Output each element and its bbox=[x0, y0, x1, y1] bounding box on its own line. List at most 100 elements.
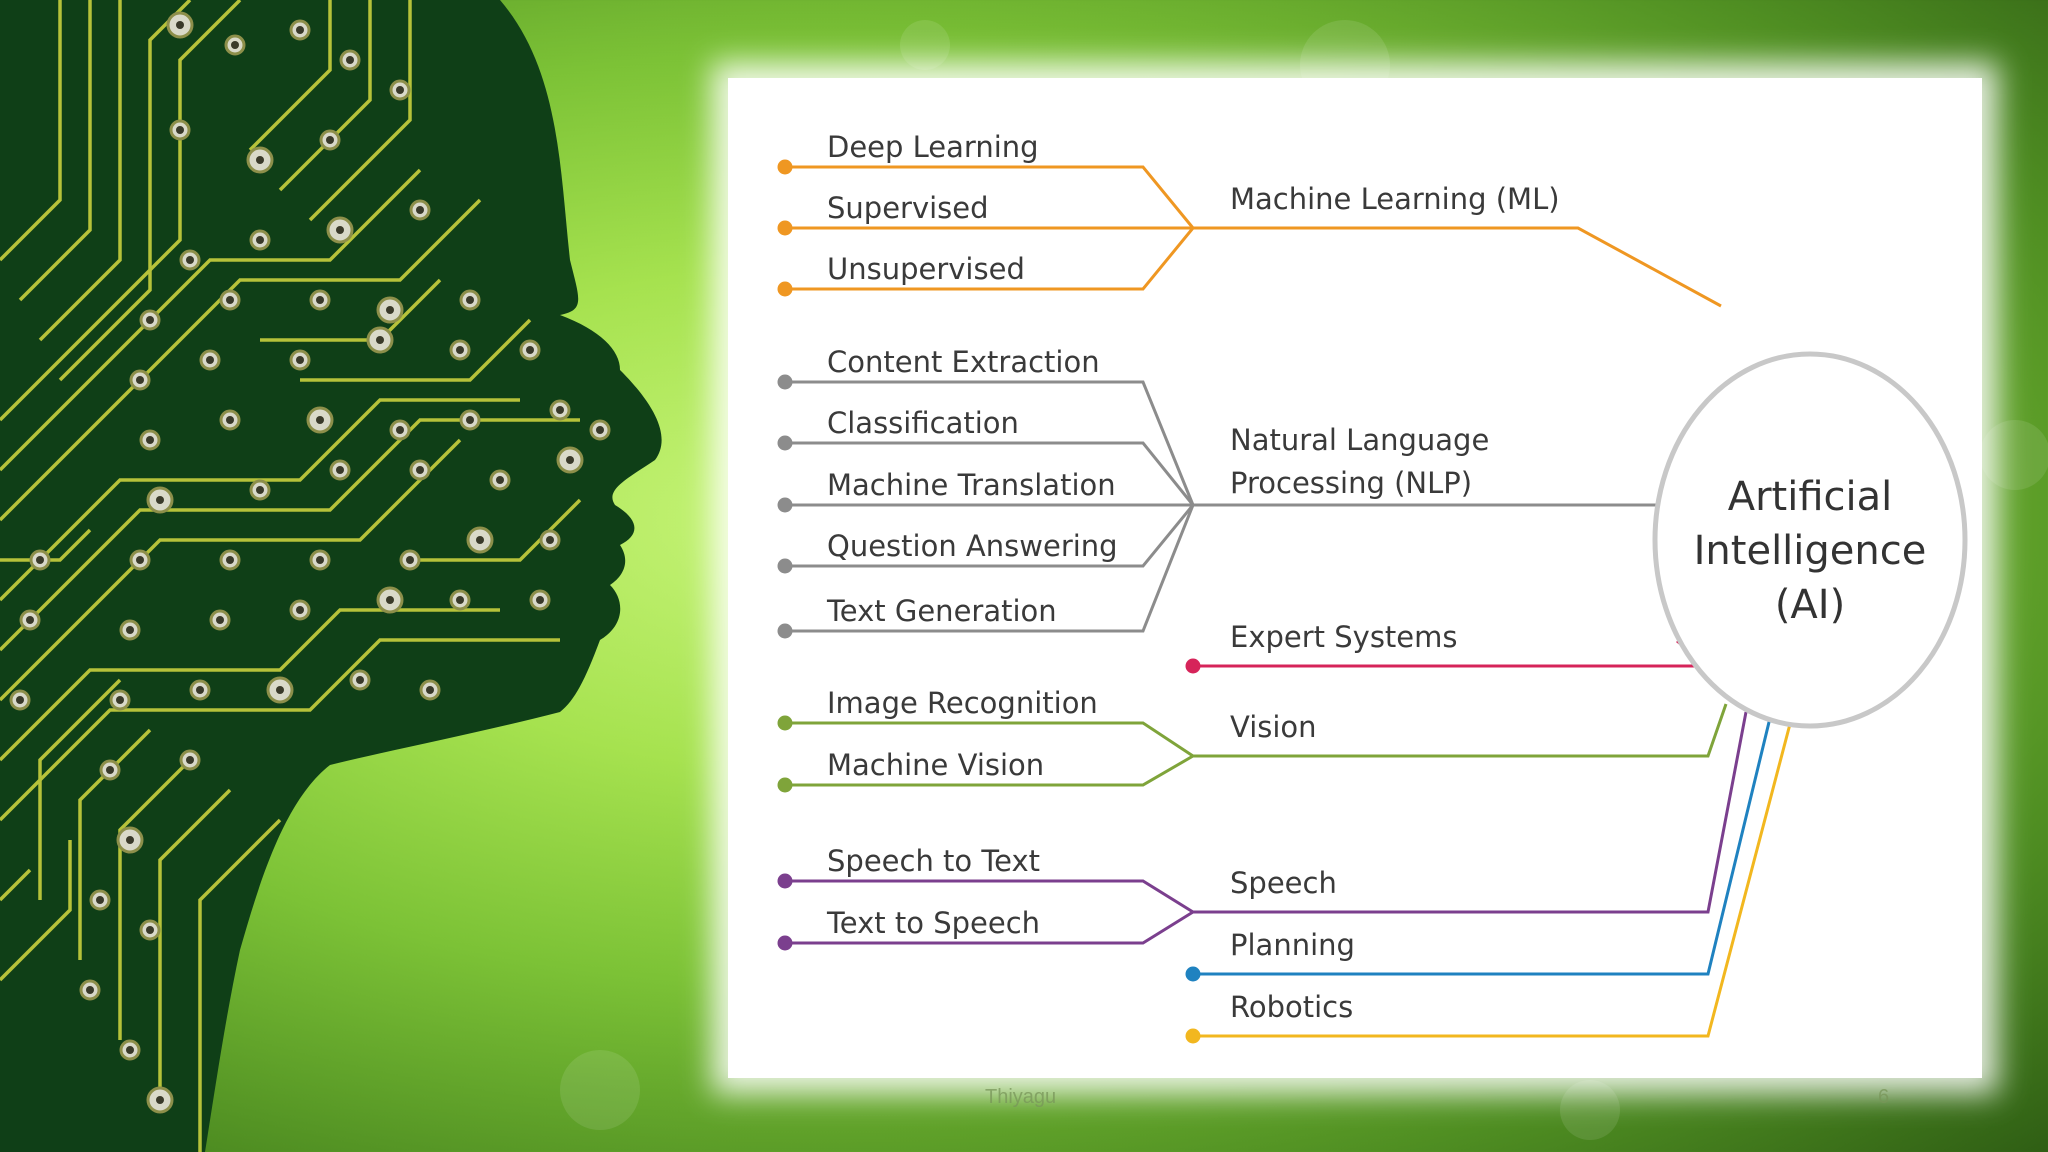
circuit-pad-hole bbox=[96, 896, 104, 904]
bokeh-light bbox=[1560, 1080, 1620, 1140]
leaf-dot bbox=[777, 558, 793, 574]
circuit-pad-hole bbox=[326, 136, 334, 144]
circuit-trace bbox=[300, 318, 532, 382]
circuit-head-illustration bbox=[0, 0, 662, 1152]
circuit-pad-hole bbox=[466, 416, 474, 424]
circuit-pad-hole bbox=[496, 476, 504, 484]
branch-dot bbox=[1185, 966, 1201, 982]
circuit-pad-hole bbox=[596, 426, 604, 434]
branch-label: Expert Systems bbox=[1230, 620, 1458, 654]
circuit-trace bbox=[18, 0, 92, 302]
circuit-pad-hole bbox=[176, 126, 184, 134]
circuit-pad-hole bbox=[456, 346, 464, 354]
circuit-pad-hole bbox=[526, 346, 534, 354]
leaf-connector bbox=[785, 441, 1195, 506]
branch-dot bbox=[1185, 658, 1201, 674]
circuit-pad-hole bbox=[136, 376, 144, 384]
circuit-pad-hole bbox=[466, 296, 474, 304]
branch-label: Processing (NLP) bbox=[1230, 466, 1472, 500]
circuit-pad-hole bbox=[336, 226, 344, 234]
circuit-trace bbox=[0, 0, 62, 262]
circuit-trace bbox=[78, 728, 152, 960]
circuit-pad-hole bbox=[26, 616, 34, 624]
circuit-pad-hole bbox=[256, 486, 264, 494]
circuit-pad-hole bbox=[126, 836, 134, 844]
circuit-pad-hole bbox=[356, 676, 364, 684]
circuit-pad-hole bbox=[106, 766, 114, 774]
leaf-dot bbox=[777, 281, 793, 297]
circuit-pad-hole bbox=[176, 21, 184, 29]
circuit-trace bbox=[278, 0, 372, 192]
circuit-trace bbox=[0, 868, 32, 902]
circuit-trace bbox=[38, 678, 122, 900]
circuit-pad-hole bbox=[136, 556, 144, 564]
circuit-pad-hole bbox=[396, 86, 404, 94]
circuit-trace bbox=[0, 840, 72, 982]
circuit-pad-hole bbox=[126, 1046, 134, 1054]
branch-connector bbox=[1193, 717, 1772, 976]
circuit-pad-hole bbox=[456, 596, 464, 604]
ai-taxonomy-diagram: Deep LearningSupervisedUnsupervisedMachi… bbox=[777, 130, 1968, 1044]
bokeh-light bbox=[560, 1050, 640, 1130]
circuit-pad-hole bbox=[146, 926, 154, 934]
leaf-label: Content Extraction bbox=[827, 345, 1100, 379]
leaf-connector bbox=[785, 380, 1195, 506]
leaf-label: Deep Learning bbox=[827, 130, 1039, 164]
circuit-pad-hole bbox=[396, 426, 404, 434]
leaf-dot bbox=[777, 220, 793, 236]
circuit-pad-hole bbox=[146, 316, 154, 324]
circuit-board-pattern bbox=[0, 0, 662, 1152]
leaf-dot bbox=[777, 935, 793, 951]
circuit-pad-hole bbox=[546, 536, 554, 544]
leaf-dot bbox=[777, 777, 793, 793]
circuit-pad-hole bbox=[416, 466, 424, 474]
circuit-pad-hole bbox=[146, 436, 154, 444]
circuit-pad-hole bbox=[316, 556, 324, 564]
circuit-pad-hole bbox=[206, 356, 214, 364]
circuit-pad-hole bbox=[296, 606, 304, 614]
branch-connector bbox=[1193, 711, 1748, 914]
circuit-pad-hole bbox=[186, 256, 194, 264]
leaf-connector bbox=[785, 227, 1195, 291]
circuit-trace bbox=[158, 788, 232, 1100]
leaf-dot bbox=[777, 873, 793, 889]
ai-center-node bbox=[1652, 351, 1968, 729]
circuit-pad-hole bbox=[376, 336, 384, 344]
circuit-pad-hole bbox=[226, 416, 234, 424]
branch-label: Speech bbox=[1230, 866, 1337, 900]
leaf-label: Image Recognition bbox=[827, 686, 1098, 720]
circuit-pad-hole bbox=[196, 686, 204, 694]
leaf-label: Supervised bbox=[827, 191, 989, 225]
circuit-pad-hole bbox=[86, 986, 94, 994]
circuit-pad-hole bbox=[406, 556, 414, 564]
bokeh-light bbox=[900, 20, 950, 70]
ai-center-label: (AI) bbox=[1775, 582, 1845, 628]
circuit-trace bbox=[0, 198, 482, 522]
leaf-label: Text Generation bbox=[826, 594, 1057, 628]
circuit-pad-hole bbox=[386, 596, 394, 604]
leaf-dot bbox=[777, 435, 793, 451]
branch-label: Robotics bbox=[1230, 990, 1353, 1024]
leaf-connector bbox=[785, 165, 1195, 229]
circuit-pad-hole bbox=[156, 1096, 164, 1104]
branch-connector bbox=[1193, 226, 1722, 308]
leaf-dot bbox=[777, 497, 793, 513]
leaf-label: Speech to Text bbox=[827, 844, 1040, 878]
circuit-trace bbox=[118, 758, 192, 1040]
leaf-label: Question Answering bbox=[827, 529, 1118, 563]
circuit-pad-hole bbox=[216, 616, 224, 624]
circuit-pad-hole bbox=[16, 696, 24, 704]
circuit-pad-hole bbox=[296, 26, 304, 34]
circuit-trace bbox=[420, 498, 582, 562]
circuit-trace bbox=[0, 0, 242, 422]
leaf-connector bbox=[785, 721, 1194, 758]
branch-connector bbox=[1193, 703, 1728, 758]
circuit-pad-hole bbox=[316, 296, 324, 304]
leaf-connector bbox=[785, 910, 1194, 945]
branch-connector bbox=[1193, 723, 1792, 1038]
leaf-label: Machine Translation bbox=[827, 468, 1116, 502]
circuit-pad-hole bbox=[276, 686, 284, 694]
branch-label: Planning bbox=[1230, 928, 1355, 962]
leaf-dot bbox=[777, 715, 793, 731]
leaf-connector bbox=[785, 879, 1194, 914]
